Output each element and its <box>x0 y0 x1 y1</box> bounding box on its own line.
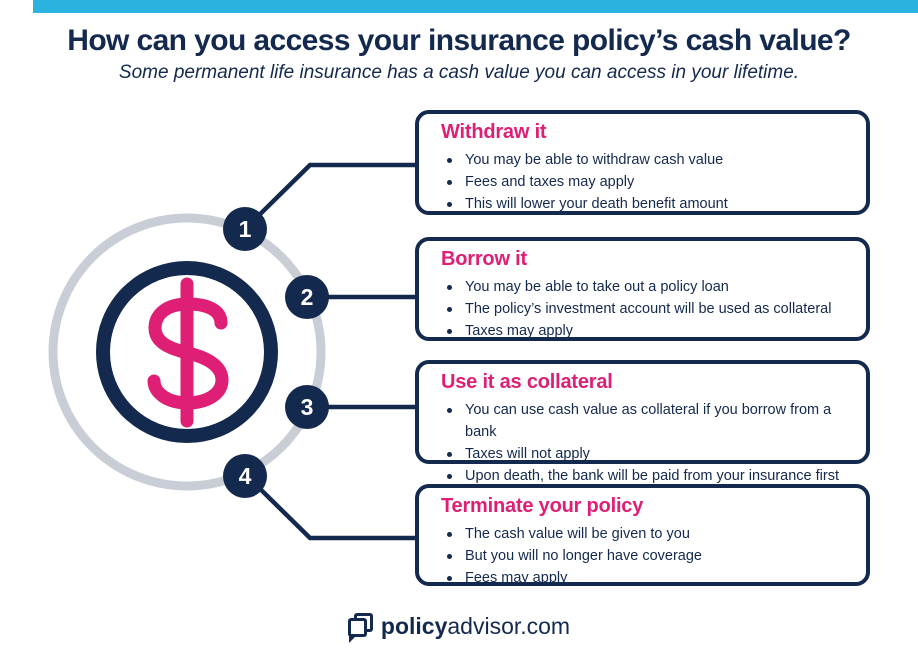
bullet-item: Taxes may apply <box>447 320 852 342</box>
step-box-terminate: Terminate your policy The cash value wil… <box>415 484 870 586</box>
step-box-collateral: Use it as collateral You can use cash va… <box>415 360 870 484</box>
step-number: 4 <box>238 462 252 489</box>
bullet-item: Fees and taxes may apply <box>447 171 852 193</box>
bullet-item: Fees may apply <box>447 567 852 589</box>
step-node-1: 1 <box>223 207 267 251</box>
connector-line-4 <box>245 474 417 541</box>
bullet-text: This will lower your death benefit amoun… <box>465 196 728 212</box>
bullet-text: Upon death, the bank will be paid from y… <box>465 468 839 484</box>
page-title: How can you access your insurance policy… <box>67 24 851 57</box>
bullet-text: You may be able to take out a policy loa… <box>465 279 729 295</box>
bullet-dot <box>447 554 452 559</box>
bullet-dot <box>447 285 452 290</box>
step-node-3: 3 <box>285 385 329 429</box>
bullet-list: You can use cash value as collateral if … <box>441 399 852 487</box>
step-heading: Withdraw it <box>441 121 547 143</box>
bullet-text: Taxes may apply <box>465 323 573 339</box>
bullet-text: You can use cash value as collateral if … <box>465 402 832 440</box>
page-subtitle: Some permanent life insurance has a cash… <box>118 62 800 83</box>
brand-text: policyadvisor.com <box>381 613 570 640</box>
bullet-list: You may be able to withdraw cash value F… <box>441 149 852 215</box>
bullet-text: The cash value will be given to you <box>465 526 690 542</box>
bullet-dot <box>447 532 452 537</box>
bullet-dot <box>447 158 452 163</box>
dollar-sign-icon <box>147 277 229 428</box>
connector-line-1 <box>243 162 417 231</box>
step-number: 1 <box>238 215 252 242</box>
bullet-text: The policy’s investment account will be … <box>465 301 832 317</box>
step-node-2: 2 <box>285 275 329 319</box>
bullet-item: The cash value will be given to you <box>447 523 852 545</box>
bullet-item: This will lower your death benefit amoun… <box>447 193 852 215</box>
bullet-dot <box>447 576 452 581</box>
bullet-item: You can use cash value as collateral if … <box>447 399 852 443</box>
bullet-text: Fees may apply <box>465 570 568 586</box>
top-accent-bar <box>33 0 918 13</box>
bullet-dot <box>447 180 452 185</box>
bullet-item: You may be able to take out a policy loa… <box>447 276 852 298</box>
bullet-text: You may be able to withdraw cash value <box>465 152 724 168</box>
step-number: 3 <box>300 393 314 420</box>
step-heading: Borrow it <box>441 248 527 270</box>
bullet-text: Fees and taxes may apply <box>465 174 635 190</box>
bullet-list: The cash value will be given to you But … <box>441 523 852 589</box>
step-heading: Use it as collateral <box>441 371 613 393</box>
bullet-item: You may be able to withdraw cash value <box>447 149 852 171</box>
brand-regular-text: advisor.com <box>447 613 571 639</box>
bullet-dot <box>447 452 452 457</box>
brand-bold-text: policy <box>380 613 448 639</box>
bullet-item: Taxes will not apply <box>447 443 852 465</box>
bullet-dot <box>447 202 452 207</box>
bullet-text: Taxes will not apply <box>465 446 590 462</box>
step-number: 2 <box>300 283 314 310</box>
bullet-item: But you will no longer have coverage <box>447 545 852 567</box>
outer-ring <box>48 213 326 491</box>
footer-brand: policyadvisor.com <box>0 613 918 643</box>
bullet-list: You may be able to take out a policy loa… <box>441 276 852 342</box>
overlapping-chat-squares-icon <box>347 613 373 643</box>
step-heading: Terminate your policy <box>441 495 644 517</box>
step-box-withdraw: Withdraw it You may be able to withdraw … <box>415 110 870 215</box>
bullet-dot <box>447 408 452 413</box>
bullet-item: The policy’s investment account will be … <box>447 298 852 320</box>
bullet-dot <box>447 307 452 312</box>
step-box-borrow: Borrow it You may be able to take out a … <box>415 237 870 341</box>
step-node-4: 4 <box>223 454 267 498</box>
bullet-dot <box>447 474 452 479</box>
bullet-dot <box>447 329 452 334</box>
bullet-text: But you will no longer have coverage <box>465 548 702 564</box>
bullet-item: Upon death, the bank will be paid from y… <box>447 465 852 487</box>
